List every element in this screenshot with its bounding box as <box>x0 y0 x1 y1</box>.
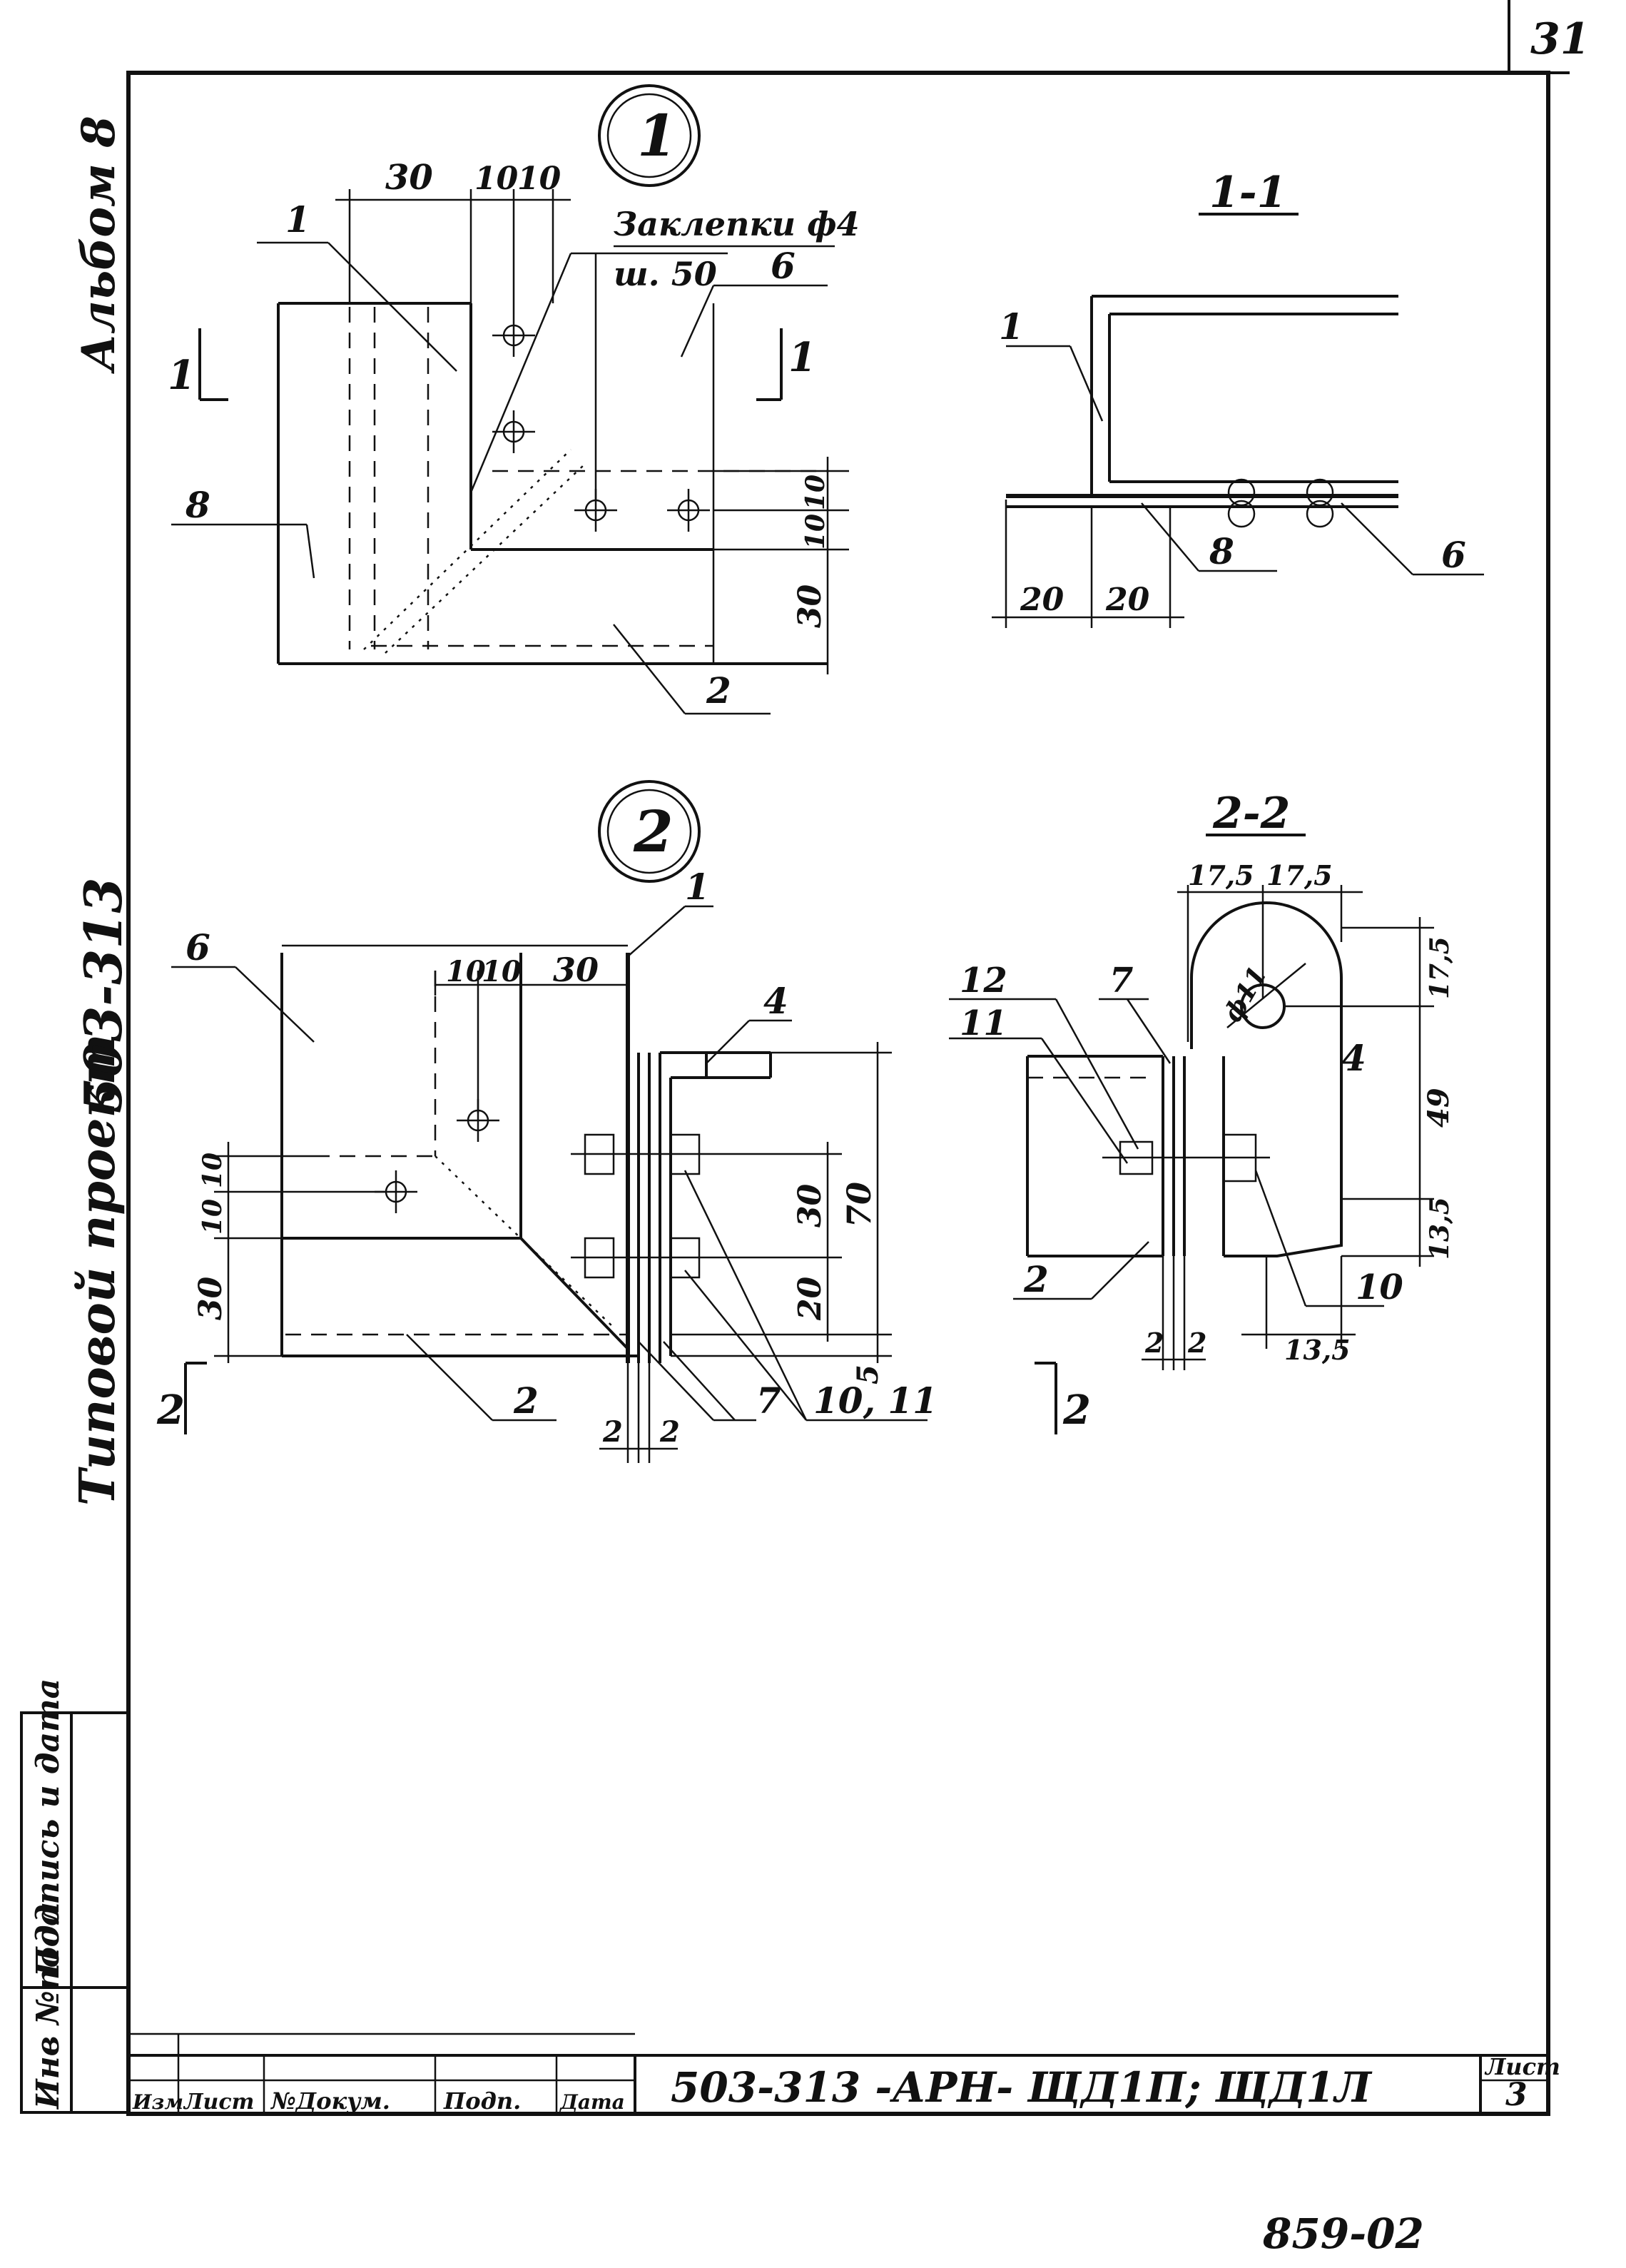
view2-leader-10-11: 10, 11 <box>813 1379 938 1422</box>
view2-dim-top-10a: 10 <box>446 955 486 988</box>
view2-leader-2: 2 <box>513 1379 539 1422</box>
view1-dim-30-top: 30 <box>385 158 433 198</box>
sheet-label: Лист <box>1484 2053 1560 2080</box>
view2-section-mark-left: 2 <box>156 1387 185 1434</box>
project-code-label: 503-313 <box>73 878 133 1113</box>
section11-title: 1-1 <box>1209 168 1286 218</box>
document-code: 503-313 -АРН- ЩД1П; ЩД1Л <box>671 2063 1373 2112</box>
view2-leader-6: 6 <box>186 926 210 968</box>
view1-rivet-note-line2: ш. 50 <box>614 255 717 293</box>
view1-dim-10b-top: 10 <box>517 161 562 197</box>
view1-leader-1: 1 <box>285 198 310 241</box>
view1-section-mark-right: 1 <box>788 334 816 381</box>
section11-leader-8: 8 <box>1209 530 1234 572</box>
section22-leader-2: 2 <box>1023 1258 1049 1300</box>
section22-dim-top-17-5a: 17,5 <box>1188 859 1254 891</box>
view1-dim-10b-right: 10 <box>801 514 830 550</box>
sheet-number: 3 <box>1505 2077 1528 2113</box>
section22-bottom-dim-2b: 2 <box>1187 1327 1206 1359</box>
view2-dim-right-70: 70 <box>840 1182 878 1227</box>
section22-bottom-dim-2a: 2 <box>1144 1327 1164 1359</box>
view1-dim-30-right: 30 <box>792 584 828 628</box>
view2-section-mark-right: 2 <box>1062 1387 1091 1434</box>
section22-leader-7: 7 <box>1109 961 1133 1001</box>
col-signature-label: Подп. <box>443 2087 521 2115</box>
section22-leader-10: 10 <box>1356 1267 1403 1307</box>
view2-leader-4: 4 <box>763 980 788 1022</box>
col-sheet-label: Лист <box>183 2090 254 2115</box>
drawing-frame <box>126 0 1570 2116</box>
section22-dim-right-17-5: 17,5 <box>1425 936 1455 999</box>
view2-dim-right-20: 20 <box>792 1276 828 1321</box>
view2-dim-right-30: 30 <box>792 1183 828 1227</box>
view2-dim-top-10b: 10 <box>482 955 522 988</box>
project-type-label: Типовой проект <box>69 1033 126 1506</box>
view1-leader-8: 8 <box>185 484 210 526</box>
section22-dim-right-49: 49 <box>1422 1088 1455 1128</box>
view-1: 1 <box>171 84 849 715</box>
signature-date-stamp: Подпись и дата <box>30 1679 66 1978</box>
view2-leader-1: 1 <box>685 866 710 908</box>
section11-leader-1: 1 <box>999 305 1024 348</box>
view2-dim-top-30: 30 <box>553 951 599 989</box>
section22-hole-label: ф11 <box>1217 961 1273 1028</box>
view1-dim-10a-right: 10 <box>801 475 830 510</box>
section22-title: 2-2 <box>1212 789 1290 839</box>
section11-leader-6: 6 <box>1441 534 1466 576</box>
view2-bottom-dim-2b: 2 <box>659 1415 680 1449</box>
col-change-label: Изм <box>132 2090 183 2114</box>
view2-dim-left-10b: 10 <box>198 1199 228 1235</box>
inv-no-stamp: Инв №подл <box>30 1902 66 2110</box>
view1-rivet-note-line1: Заклепки ф4 <box>614 205 860 243</box>
section11-dim-20a: 20 <box>1020 582 1064 618</box>
view2-bottom-dim-2a: 2 <box>602 1415 623 1449</box>
left-stamp-table <box>20 1711 130 2114</box>
section-2-2 <box>949 834 1434 1370</box>
title-block <box>127 2032 1548 2114</box>
section22-dim-bottom-13-5: 13,5 <box>1284 1334 1351 1366</box>
section22-leader-11: 11 <box>960 1003 1007 1043</box>
view1-section-mark-left: 1 <box>168 352 195 399</box>
section22-leader-4: 4 <box>1341 1037 1366 1079</box>
col-date-label: Дата <box>559 2090 625 2114</box>
view1-callout: 1 <box>637 102 677 169</box>
section22-dim-top-17-5b: 17,5 <box>1266 859 1333 891</box>
view1-dim-10a-top: 10 <box>474 161 519 197</box>
side-labels: Альбом 8 503-313 Типовой проект <box>69 116 133 1506</box>
view2-dim-right-5: 5 <box>851 1365 885 1384</box>
section22-leader-12: 12 <box>960 961 1007 1001</box>
view-2: 2 <box>171 780 1057 1463</box>
view1-leader-6: 6 <box>771 245 796 287</box>
col-doc-no-label: №Докум. <box>270 2087 390 2115</box>
view2-leader-7: 7 <box>756 1379 781 1422</box>
section22-dim-right-13-5: 13,5 <box>1425 1197 1455 1260</box>
sheet-corner-number: 31 <box>1530 14 1590 64</box>
footer-code: 859-02 <box>1262 2209 1424 2258</box>
section11-dim-20b: 20 <box>1105 582 1150 618</box>
view2-dim-left-10a: 10 <box>198 1153 228 1188</box>
view2-dim-left-30: 30 <box>193 1276 229 1320</box>
view1-leader-2: 2 <box>706 669 731 712</box>
view2-callout: 2 <box>633 798 674 865</box>
section-1-1 <box>992 213 1484 628</box>
album-label: Альбом 8 <box>72 116 126 374</box>
